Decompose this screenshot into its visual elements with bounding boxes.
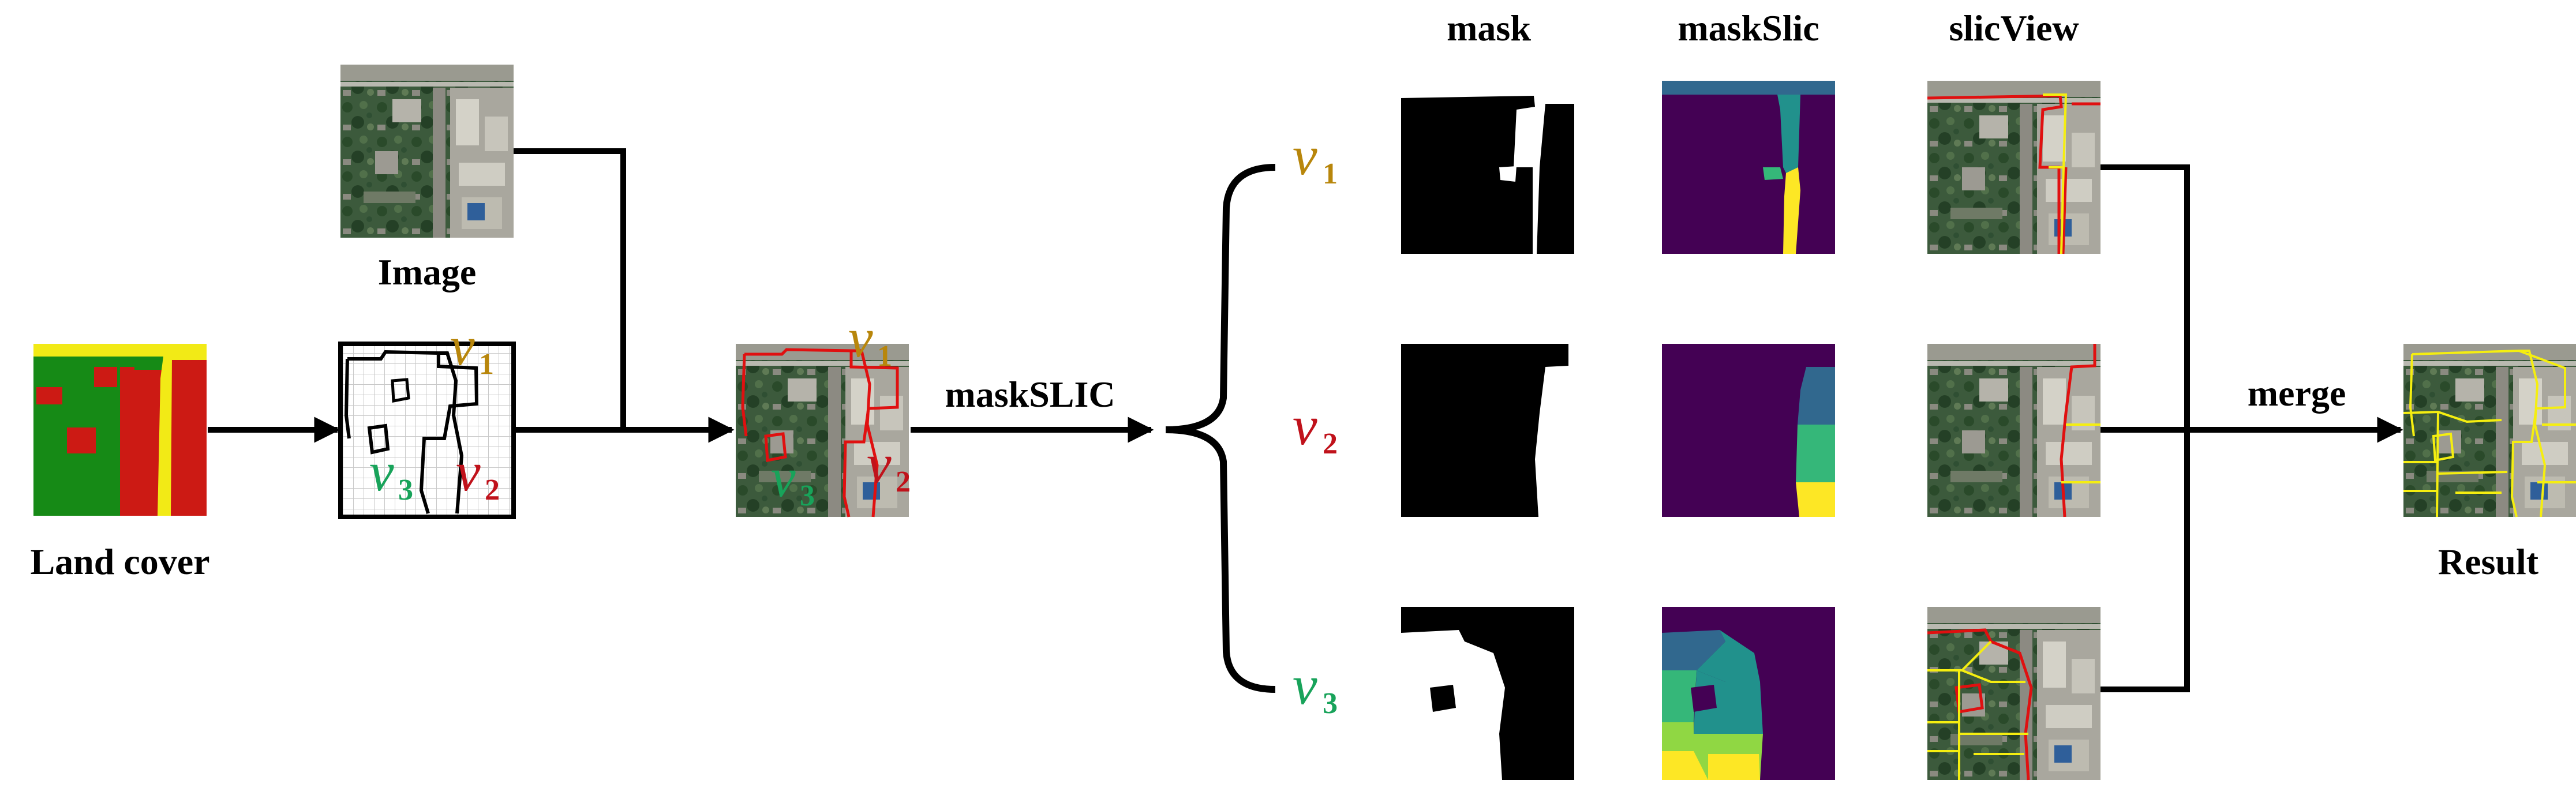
- overlay-v3-index: 3: [800, 479, 815, 512]
- land-cover-map: [33, 344, 207, 516]
- column-header-mask: mask: [1447, 7, 1531, 48]
- grid-region-v3-label: v 3: [369, 441, 413, 507]
- connector-image-down: [514, 148, 626, 430]
- grid-region-v2-label: v 2: [456, 441, 500, 507]
- overlay-v1-index: 1: [877, 340, 892, 373]
- overlay-v3-label: v 3: [771, 447, 815, 512]
- grid-v3-symbol: v: [369, 441, 394, 502]
- region-v1-symbol: v: [1293, 125, 1317, 186]
- grid-v1-index: 1: [479, 348, 494, 381]
- grid-v1-symbol: v: [450, 315, 475, 377]
- maskslic-v3: [1662, 607, 1835, 780]
- result-image: [2403, 344, 2576, 517]
- grid-region-v1-label: v 1: [450, 315, 494, 381]
- overlay-v1-label: v 1: [848, 307, 892, 373]
- region-v2-index: 2: [1323, 427, 1338, 460]
- region-v3-index: 3: [1323, 687, 1338, 720]
- image-label: Image: [378, 252, 477, 292]
- region-v1-label: v 1: [1293, 125, 1338, 190]
- land-cover-green-region: [33, 357, 163, 516]
- overlay-v2-index: 2: [896, 466, 911, 498]
- slicview-v2: [1927, 344, 2101, 517]
- maskslic-v1: [1662, 81, 1835, 254]
- input-image: [340, 65, 514, 238]
- grid-v2-symbol: v: [456, 441, 481, 502]
- grid-island-shape: [367, 423, 390, 455]
- overlay-image: [736, 344, 909, 517]
- slicview-v1: [1927, 81, 2101, 254]
- vectorized-grid: [338, 342, 516, 519]
- grid-v2-index: 2: [485, 474, 500, 507]
- region-v2-symbol: v: [1293, 395, 1317, 456]
- maskslic-v2: [1662, 344, 1835, 517]
- maskslic-step-label: maskSLIC: [945, 374, 1115, 415]
- mask-v3: [1401, 607, 1574, 780]
- overlay-v2-label: v 2: [867, 433, 911, 498]
- column-header-maskslic: maskSlic: [1678, 7, 1819, 48]
- grid-v3-index: 3: [398, 474, 413, 507]
- slicview-v3: [1927, 607, 2101, 781]
- overlay-v1-symbol: v: [848, 307, 873, 369]
- land-cover-label: Land cover: [30, 541, 209, 582]
- region-v2-label: v 2: [1293, 395, 1338, 460]
- region-v3-label: v 3: [1293, 654, 1338, 720]
- overlay-v2-symbol: v: [867, 433, 892, 494]
- mask-v1: [1401, 81, 1574, 254]
- result-label: Result: [2438, 541, 2539, 582]
- region-v3-symbol: v: [1293, 654, 1317, 716]
- mask-v2: [1401, 344, 1574, 517]
- split-brace: [1165, 164, 1276, 693]
- column-header-slicview: slicView: [1949, 7, 2079, 48]
- land-cover-yellow-road: [33, 344, 207, 357]
- overlay-v3-symbol: v: [771, 447, 796, 508]
- region-v1-index: 1: [1323, 157, 1338, 190]
- merge-step-label: merge: [2248, 373, 2346, 414]
